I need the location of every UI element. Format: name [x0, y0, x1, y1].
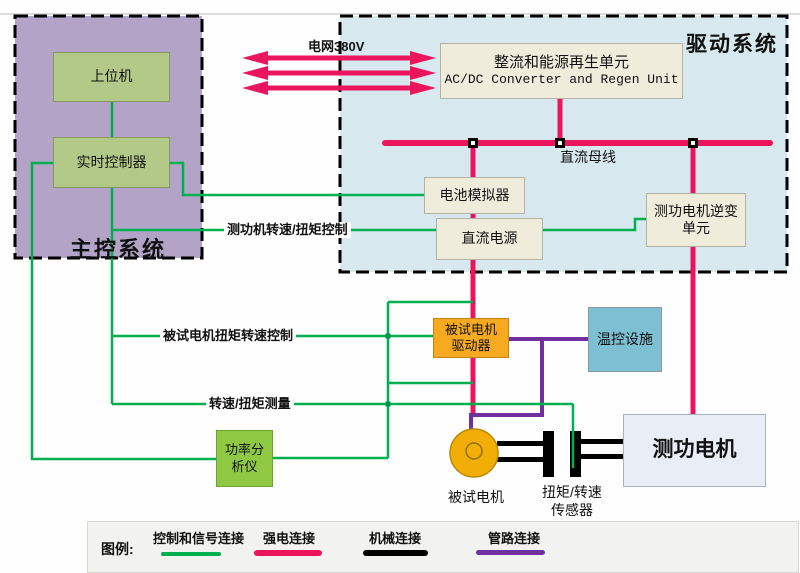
- legend-item-pipe-label: 管路连接: [488, 531, 541, 546]
- grid-voltage-label: 电网380V: [308, 39, 365, 54]
- shaft-left-top: [497, 441, 544, 446]
- motor-body: [449, 428, 499, 478]
- dyno-control-label: 测功机转速/扭矩控制: [224, 222, 351, 238]
- top-rule: [0, 13, 800, 15]
- realtime-controller-box: 实时控制器: [53, 137, 170, 188]
- mut-driver-label-1: 被试电机: [444, 321, 497, 337]
- rtc-to-battery-sim-line: [170, 161, 424, 197]
- bus-junction-2-dot: [558, 141, 562, 145]
- host-pc-box: 上位机: [53, 52, 170, 102]
- coupling-right: [570, 431, 581, 477]
- mut-motor-caption: 被试电机: [448, 489, 504, 505]
- bus-junction-3-dot: [691, 141, 695, 145]
- pipe-to-motor: [469, 339, 544, 430]
- main-control-title: 主控系统: [70, 237, 167, 262]
- host-pc-label: 上位机: [90, 68, 133, 85]
- mut-motor-icon: [449, 428, 499, 478]
- dyno-motor-label: 测功电机: [652, 438, 737, 462]
- signal-junction-dots: [385, 333, 391, 407]
- power-analyzer-label-1: 功率分: [224, 442, 264, 458]
- battery-simulator-label: 电池模拟器: [439, 186, 510, 203]
- dyno-inverter-box: 测功电机逆变 单元: [646, 193, 746, 247]
- dyno-control-line: [112, 217, 646, 232]
- dyno-motor-box: 测功电机: [623, 414, 766, 487]
- dc-bus-label: 直流母线: [560, 149, 616, 165]
- acdc-converter-label-cn: 整流和能源再生单元: [493, 53, 629, 71]
- sensor-caption-2: 传感器: [551, 501, 593, 518]
- power-analyzer-label-2: 析仪: [231, 458, 258, 474]
- mechanical-shaft: [497, 431, 623, 477]
- temp-control-box: 温控设施: [588, 307, 662, 372]
- legend-item-mechanical-label: 机械连接: [369, 531, 422, 546]
- signal-lines: [30, 102, 646, 468]
- grid-arrow-2: [242, 66, 436, 80]
- pipe-lines: [469, 337, 588, 430]
- coupling-left: [543, 431, 554, 477]
- bus-junctions: [468, 138, 698, 148]
- mut-driver-label-2: 驱动器: [451, 338, 491, 353]
- drive-system-title: 驱动系统: [686, 33, 778, 56]
- acdc-converter-label-en: AC/DC Converter and Regen Unit: [444, 72, 679, 88]
- legend: 图例: 控制和信号连接 强电连接 机械连接 管路连接: [87, 521, 799, 573]
- sensor-caption: 扭矩/转速 传感器: [530, 484, 614, 519]
- legend-item-power-label: 强电连接: [263, 531, 316, 546]
- dyno-inverter-label-1: 测功电机逆变: [654, 202, 738, 219]
- legend-title: 图例:: [101, 541, 134, 557]
- dc-supply-label: 直流电源: [461, 230, 518, 247]
- battery-simulator-box: 电池模拟器: [424, 177, 525, 214]
- shaft-right-top: [581, 439, 623, 444]
- grid-arrow-3: [242, 81, 436, 95]
- legend-item-power-line: [254, 550, 322, 556]
- legend-item-signal-line: [161, 552, 221, 556]
- legend-item-pipe-line: [476, 550, 545, 555]
- mut-driver-box: 被试电机 驱动器: [433, 318, 509, 358]
- rtc-to-analyzer-line: [30, 161, 216, 461]
- legend-item-mechanical-line: [363, 550, 428, 556]
- realtime-controller-label: 实时控制器: [76, 153, 147, 170]
- sensor-caption-1: 扭矩/转速: [542, 484, 602, 500]
- grid-arrows: [242, 51, 436, 95]
- grid-arrow-1: [242, 51, 436, 65]
- dyno-inverter-label-2: 单元: [682, 220, 710, 236]
- bus-junction-1-dot: [471, 141, 475, 145]
- shaft-right-bottom: [581, 454, 623, 459]
- power-analyzer-box: 功率分 析仪: [216, 430, 273, 487]
- mut-control-label: 被试电机扭矩转速控制: [160, 328, 297, 344]
- acdc-converter-box: 整流和能源再生单元 AC/DC Converter and Regen Unit: [440, 43, 683, 99]
- motor-shaft-end: [465, 442, 483, 460]
- junction-dot-1: [385, 333, 391, 339]
- dc-supply-box: 直流电源: [436, 218, 543, 260]
- shaft-left-bottom: [497, 457, 544, 462]
- temp-control-label: 温控设施: [597, 330, 653, 347]
- legend-item-signal-label: 控制和信号连接: [153, 531, 245, 546]
- measure-label: 转速/扭矩测量: [206, 396, 294, 412]
- junction-dot-2: [385, 401, 391, 407]
